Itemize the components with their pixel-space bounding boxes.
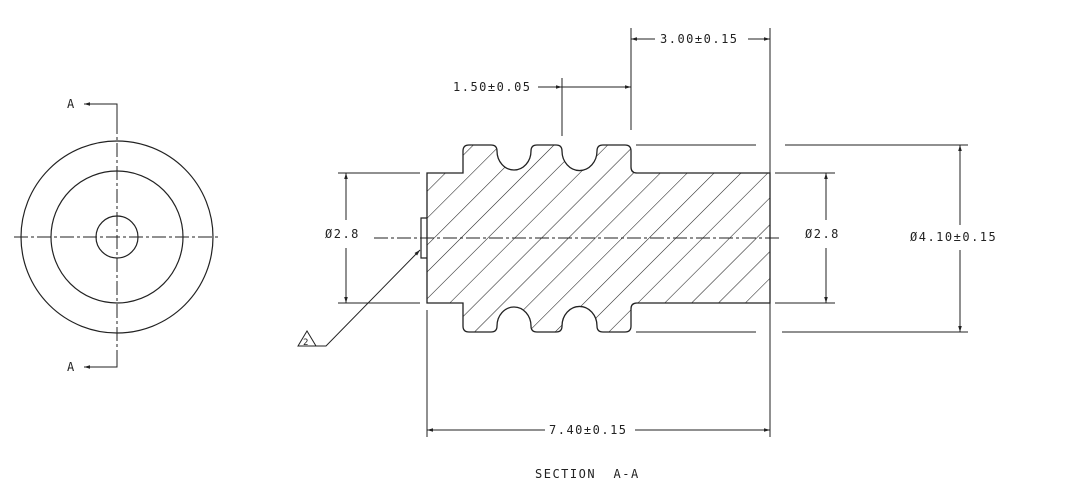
note-leader: [316, 249, 421, 347]
note-flag-number: 2: [303, 338, 308, 348]
note-flag-triangle: [297, 330, 317, 347]
cut-label-bottom: A: [67, 360, 76, 374]
dim-outer-diameter: Ø4.10±0.15: [910, 230, 997, 244]
dim-groove-width: 1.50±0.05: [453, 80, 532, 94]
section-title: SECTION A-A: [535, 467, 640, 481]
cut-label-top: A: [67, 97, 76, 111]
dim-left-diameter: Ø2.8: [325, 227, 360, 241]
section-arrow-bottom: [84, 350, 118, 369]
section-view: 3.00±0.15 1.50±0.05 Ø2.8 Ø2.8 Ø4.10±0.15…: [297, 28, 997, 481]
section-arrow-top: [84, 102, 118, 120]
dim-overall-length: 7.40±0.15: [549, 423, 628, 437]
end-view: A A: [14, 97, 218, 374]
dim-groove-pitch: 3.00±0.15: [660, 32, 739, 46]
dim-right-diameter: Ø2.8: [805, 227, 840, 241]
